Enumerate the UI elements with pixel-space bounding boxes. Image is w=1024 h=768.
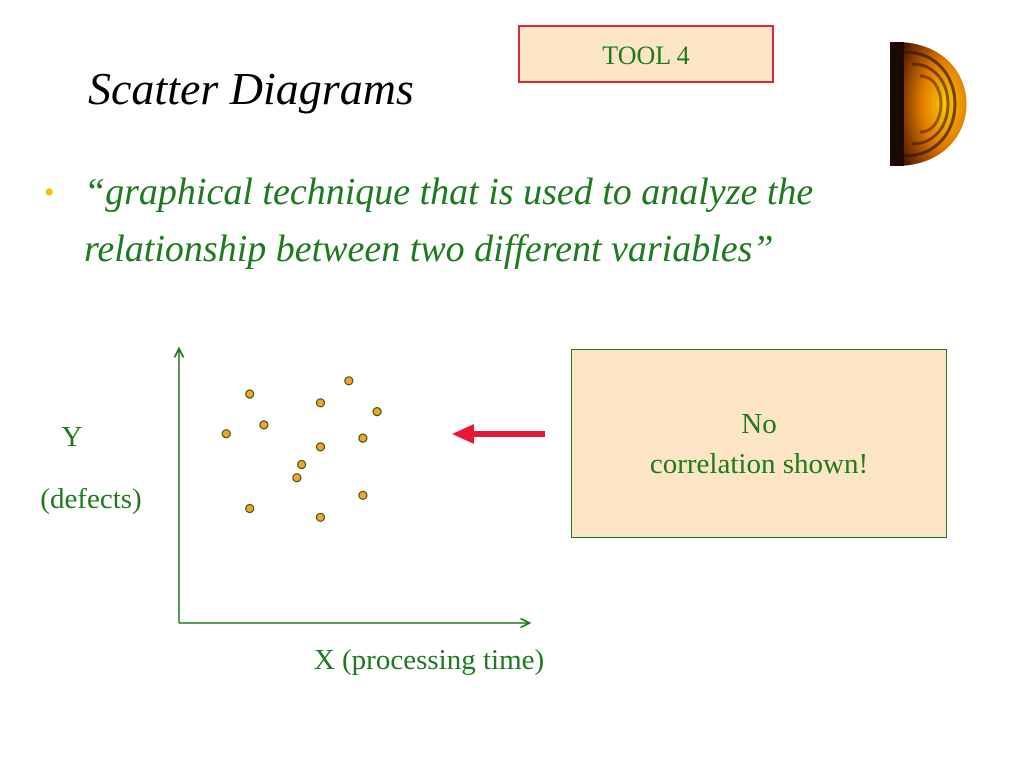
scatter-point-8 [372,407,382,417]
logo-icon [725,42,967,166]
y-axis-label-line-1: Y [62,421,83,453]
scatter-point-2 [221,429,231,439]
scatter-point-10 [297,459,307,470]
tool-label: TOOL 4 [602,41,690,70]
scatter-points [221,376,382,522]
scatter-point-11 [358,490,368,500]
bullet-icon: • [44,176,55,209]
scatter-point-3 [259,420,269,430]
scatter-point-13 [315,512,326,522]
slide-title: Scatter Diagrams [88,63,414,114]
scatter-point-6 [315,442,326,452]
scatter-point-4 [292,473,302,483]
pointer-arrow-head [452,424,474,444]
scatter-point-7 [344,376,354,386]
x-axis-label: X (processing time) [314,644,544,676]
callout-line-1: No [741,408,777,440]
y-axis-label-line-2: (defects) [40,483,141,515]
scatter-point-9 [358,433,368,443]
scatter-point-5 [315,398,326,408]
callout-line-2: correlation shown! [649,448,869,480]
definition-bullet: “graphical technique that is used to ana… [84,171,814,270]
scatter-point-1 [245,389,255,399]
tool-label-box: TOOL 4 [518,25,774,83]
no-correlation-callout: No correlation shown! [571,349,947,538]
scatter-point-12 [245,503,255,514]
